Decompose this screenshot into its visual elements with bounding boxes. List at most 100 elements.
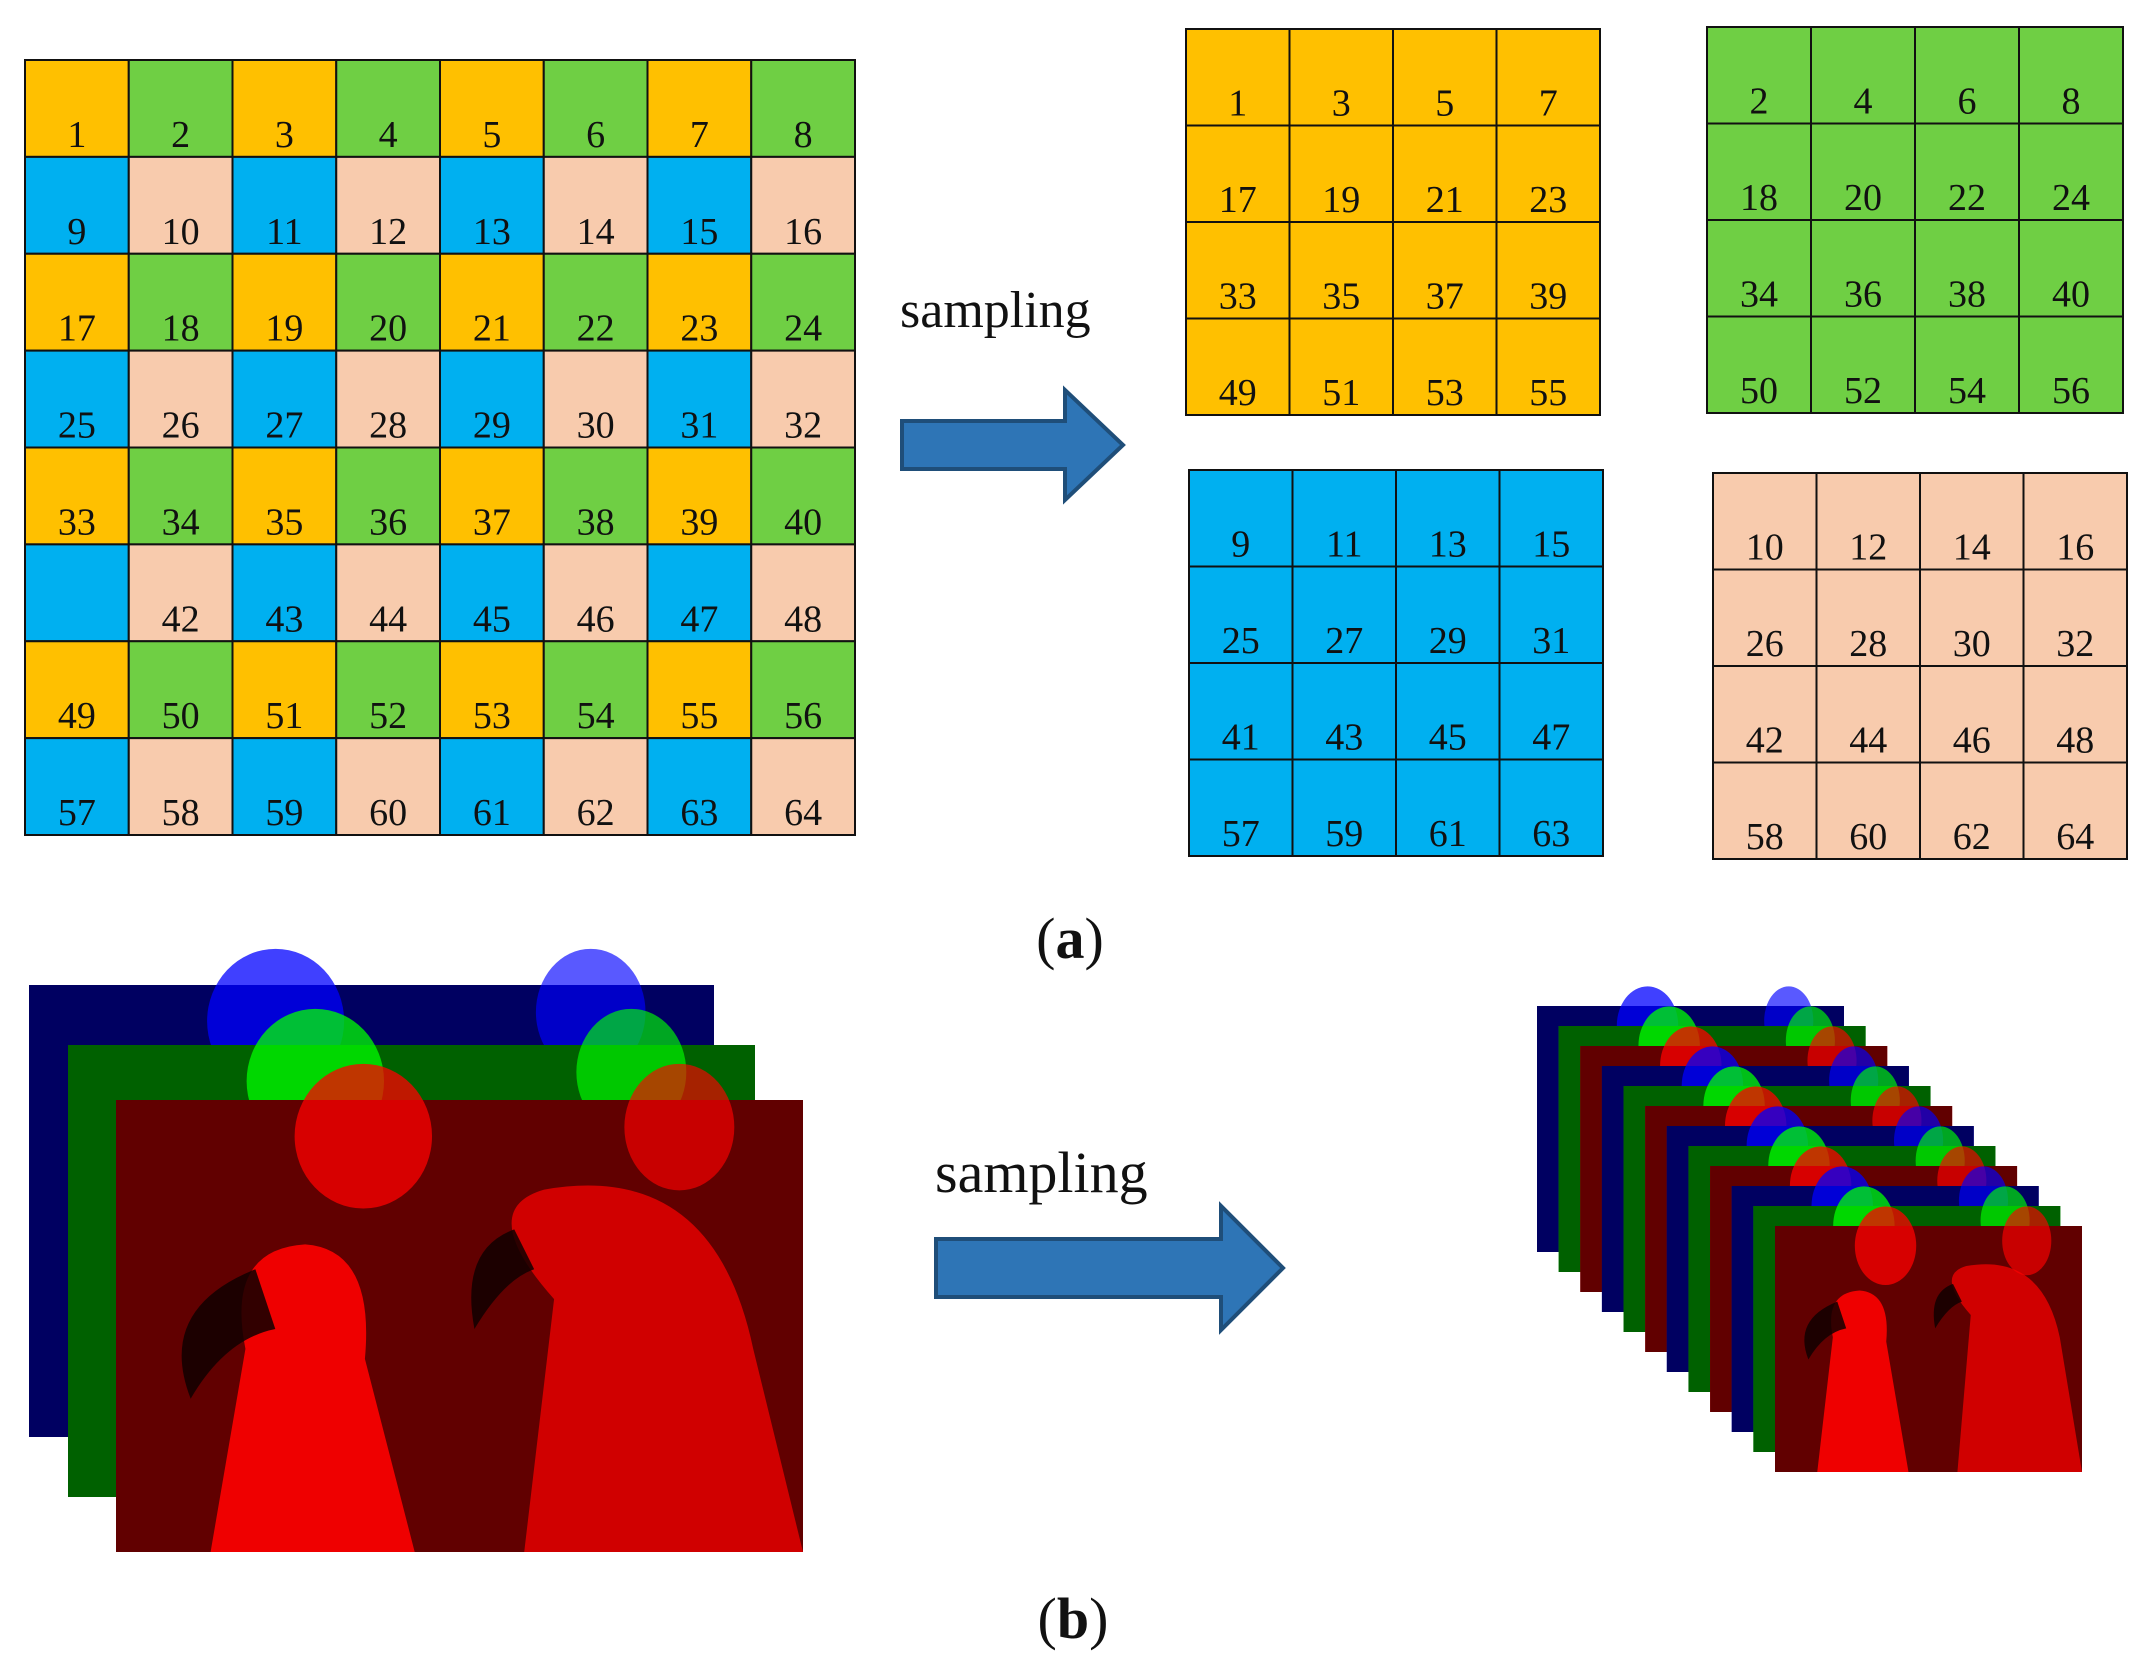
source-cell-label: 54	[577, 695, 615, 737]
peach-cell	[1712, 568, 1818, 667]
peach-cell	[2022, 665, 2128, 764]
source-cell-label: 12	[369, 211, 407, 253]
peach-cell-label: 62	[1953, 816, 1991, 858]
caption-a-open: (	[1036, 906, 1055, 971]
source-cell-label: 24	[784, 308, 822, 350]
green-cell	[1706, 315, 1812, 414]
orange-cell	[1185, 221, 1291, 320]
peach-cell-label: 42	[1746, 720, 1784, 762]
orange-cell-label: 17	[1219, 179, 1257, 221]
parrot-left-beak	[181, 1269, 276, 1399]
green-cell-label: 8	[2062, 81, 2081, 123]
source-cell-label: 25	[58, 405, 96, 447]
source-cell-label: 26	[162, 405, 200, 447]
green-cell	[1810, 26, 1916, 125]
source-cell	[335, 737, 441, 836]
source-cell-label: 50	[162, 695, 200, 737]
blue-cell	[1291, 758, 1397, 857]
blue-cell	[1188, 565, 1294, 664]
peach-cell	[1919, 568, 2025, 667]
source-cell-label: 15	[680, 211, 718, 253]
green-cell-label: 56	[2052, 370, 2090, 412]
source-cell	[750, 737, 856, 836]
source-cell	[750, 59, 856, 158]
source-cell-label: 45	[473, 598, 511, 640]
source-cell-label: 48	[784, 598, 822, 640]
peach-cell-label: 30	[1953, 623, 1991, 665]
green-cell-label: 34	[1740, 274, 1778, 316]
source-cell	[335, 155, 441, 255]
orange-cell	[1392, 221, 1498, 320]
blue-cell	[1498, 565, 1604, 664]
source-cell	[646, 640, 753, 740]
source-cell-label: 46	[577, 598, 615, 640]
green-cell	[1706, 219, 1812, 318]
blue-cell	[1395, 565, 1501, 664]
orange-cell	[1392, 317, 1498, 416]
output-channel-stack	[1537, 986, 2082, 1472]
blue-cell	[1188, 758, 1294, 857]
orange-cell-label: 1	[1228, 83, 1247, 125]
source-cell-label: 37	[473, 501, 511, 543]
source-cell-label: 43	[265, 598, 303, 640]
source-cell	[231, 640, 338, 740]
source-cell	[542, 640, 649, 740]
source-cell-label: 5	[482, 114, 501, 156]
green-cell-label: 4	[1854, 81, 1873, 123]
source-cell	[231, 543, 338, 643]
source-cell-label: 22	[577, 308, 615, 350]
orange-cell	[1392, 28, 1498, 127]
sampling-arrow-b	[934, 1201, 1286, 1335]
source-cell-label: 40	[784, 501, 822, 543]
source-cell	[646, 252, 753, 352]
green-cell-label: 40	[2052, 274, 2090, 316]
blue-cell	[1498, 662, 1604, 761]
peach-cell	[2022, 761, 2128, 860]
source-cell-label: 30	[577, 405, 615, 447]
peach-cell	[1712, 761, 1818, 860]
green-cell	[1914, 315, 2020, 414]
source-cell-label: 47	[680, 598, 718, 640]
orange-cell-label: 19	[1322, 179, 1360, 221]
source-cell-label: 42	[162, 598, 200, 640]
source-cell-label: 4	[379, 114, 398, 156]
green-cell-label: 36	[1844, 274, 1882, 316]
source-cell-label: 63	[680, 792, 718, 834]
source-cell	[646, 446, 753, 546]
orange-cell	[1185, 317, 1291, 416]
source-cell	[335, 446, 441, 546]
caption-a-letter: a	[1056, 906, 1085, 971]
orange-cell	[1288, 124, 1394, 223]
source-cell-label: 56	[784, 695, 822, 737]
source-cell-label: 16	[784, 211, 822, 253]
source-cell-label: 61	[473, 792, 511, 834]
orange-cell-label: 39	[1529, 276, 1567, 318]
source-cell	[127, 155, 234, 255]
peach-cell-label: 14	[1953, 527, 1991, 569]
blue-cell-label: 47	[1532, 717, 1570, 759]
source-cell-label: 19	[265, 308, 303, 350]
source-cell-label: 33	[58, 501, 96, 543]
sampling-label-a: sampling	[900, 282, 1091, 339]
source-cell-label: 58	[162, 792, 200, 834]
orange-cell-label: 23	[1529, 179, 1567, 221]
blue-cell-label: 59	[1325, 813, 1363, 855]
source-cell-label: 44	[369, 598, 407, 640]
green-cell	[2018, 219, 2124, 318]
blue-cell-label: 61	[1429, 813, 1467, 855]
orange-cell	[1288, 221, 1394, 320]
source-cell	[24, 737, 130, 836]
source-cell-label: 64	[784, 792, 822, 834]
green-cell	[2018, 315, 2124, 414]
blue-cell	[1291, 469, 1397, 568]
source-cell-label: 17	[58, 308, 96, 350]
source-cell	[231, 59, 338, 158]
green-cell	[1706, 122, 1812, 221]
source-cell-label: 57	[58, 792, 96, 834]
source-cell-label: 8	[794, 114, 813, 156]
orange-cell-label: 55	[1529, 372, 1567, 414]
